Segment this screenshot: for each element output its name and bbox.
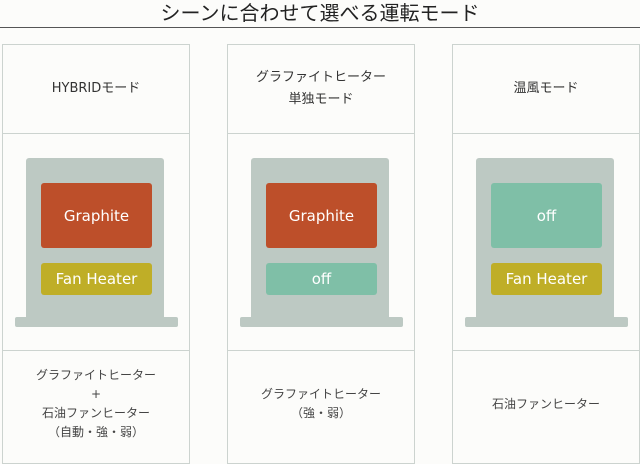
mode-desc-line: （強・弱）: [290, 406, 351, 420]
heater-body: Graphite Fan Heater: [26, 158, 164, 323]
mode-description: グラファイトヒーター （強・弱）: [228, 351, 414, 457]
mode-desc-line: （自動・強・弱）: [47, 425, 144, 439]
heater-body: off Fan Heater: [476, 158, 614, 323]
heater-illustration: Graphite Fan Heater: [3, 134, 189, 351]
mode-description: グラファイトヒーター + 石油ファンヒーター （自動・強・弱）: [3, 351, 189, 457]
heater-illustration: off Fan Heater: [453, 134, 639, 351]
mode-description: 石油ファンヒーター: [453, 351, 639, 457]
fan-heater-indicator: Fan Heater: [41, 263, 152, 295]
mode-card: グラファイトヒーター単独モード Graphite off グラファイトヒーター （…: [227, 44, 415, 464]
mode-desc-line: 石油ファンヒーター: [491, 396, 600, 411]
mode-name: HYBRIDモード: [3, 45, 189, 134]
mode-desc-line: 石油ファンヒーター: [41, 406, 150, 420]
mode-card: 温風モード off Fan Heater 石油ファンヒーター: [452, 44, 640, 464]
page-title: シーンに合わせて選べる運転モード: [160, 1, 480, 25]
title-divider: [0, 27, 640, 28]
mode-name-line: グラファイトヒーター: [255, 70, 386, 85]
fan-heater-indicator: off: [266, 263, 377, 295]
mode-name: グラファイトヒーター単独モード: [228, 45, 414, 134]
mode-name-line: 単独モード: [288, 92, 354, 107]
heater-illustration: Graphite off: [228, 134, 414, 351]
mode-desc-line: +: [90, 387, 102, 401]
heater-body: Graphite off: [251, 158, 389, 323]
graphite-indicator: Graphite: [266, 183, 377, 248]
mode-desc-line: グラファイトヒーター: [35, 368, 156, 382]
graphite-indicator: off: [491, 183, 602, 248]
mode-name: 温風モード: [453, 45, 639, 134]
mode-desc-line: グラファイトヒーター: [260, 387, 381, 401]
mode-name-line: 温風モード: [513, 81, 579, 96]
graphite-indicator: Graphite: [41, 183, 152, 248]
mode-name-line: HYBRIDモード: [51, 81, 141, 96]
fan-heater-indicator: Fan Heater: [491, 263, 602, 295]
mode-card: HYBRIDモード Graphite Fan Heater グラファイトヒーター…: [2, 44, 190, 464]
